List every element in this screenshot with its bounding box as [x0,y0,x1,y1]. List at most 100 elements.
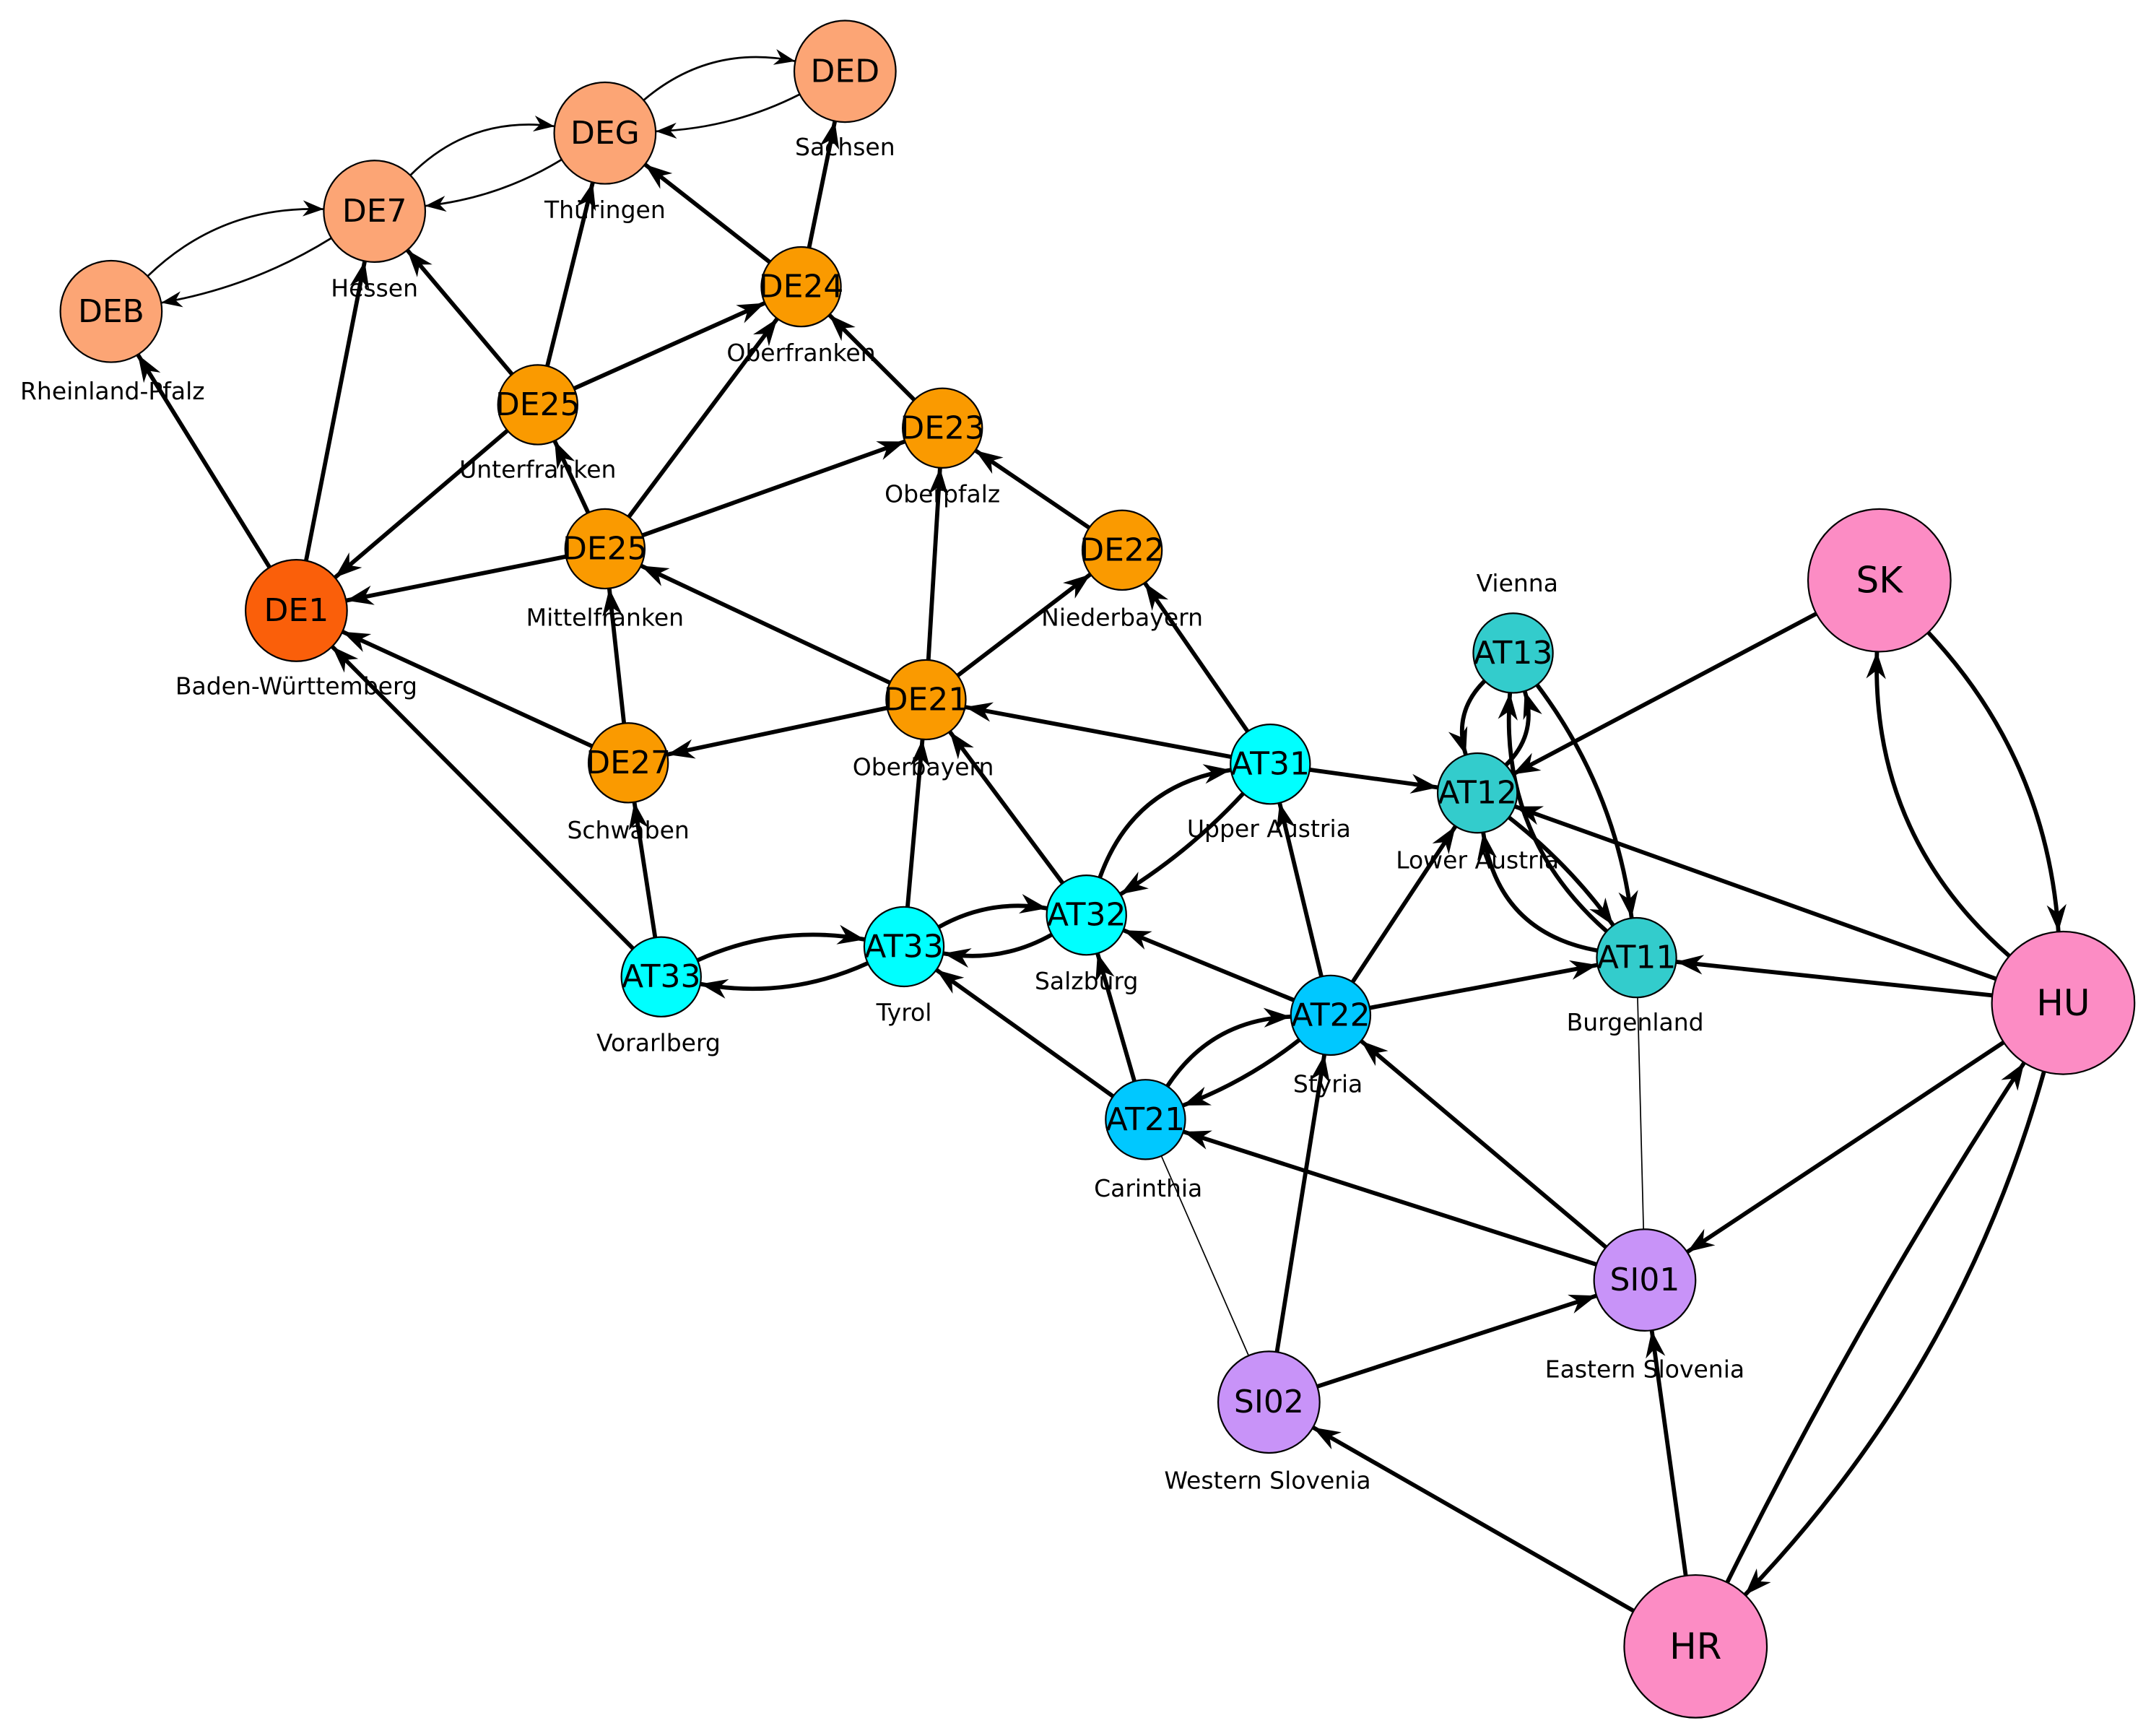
node-code-de23: DE23 [900,409,985,446]
edge-deb-to-de7 [147,207,324,277]
node-circle-hr [1623,1574,1768,1719]
arrowhead-hr-to-si02 [1313,1427,1342,1450]
arrowhead-at22-to-at11 [1568,960,1598,980]
node-circle-de7 [323,160,427,263]
arrowhead-at33a-to-de1 [331,646,359,673]
node-circle-at21 [1105,1079,1186,1160]
arrowhead-de27-to-de25b [602,588,622,617]
arrowhead-de7-to-deg [532,116,555,132]
node-label-at33b: Tyrol [876,999,932,1027]
arrowhead-ded-to-deg [656,122,677,139]
node-circle-de1 [244,559,348,662]
arrowhead-at33b-to-de21 [910,739,930,768]
node-code-de1: DE1 [264,592,329,629]
edge-si01-to-at21 [1182,1129,1597,1267]
arrowhead-at22-to-at21 [1182,1086,1212,1106]
node-label-at12: Lower Austria [1396,846,1559,874]
arrowhead-at31-to-de21 [965,702,994,722]
node-code-de22: DE22 [1079,531,1165,568]
edge-at32-to-de21 [948,730,1065,885]
arrowhead-de1-to-de7 [349,261,370,290]
arrowhead-at33b-to-at32 [1019,894,1048,913]
node-circle-hu [1991,930,2136,1075]
node-code-de24: DE24 [759,269,844,305]
edge-at31-to-de21 [965,705,1232,759]
edge-de1-to-deb [136,353,271,569]
arrowhead-de21-to-de22 [1063,574,1091,599]
edge-at21-to-at22 [1165,1014,1291,1088]
node-label-de1: Baden-Württemberg [175,672,417,700]
node-hu: HU [1991,930,2136,1075]
node-label-de24: Oberfranken [726,339,875,367]
edge-at31-to-at32 [1119,791,1246,896]
node-label-at22: Styria [1293,1069,1363,1098]
arrowhead-si02-to-si01 [1568,1294,1597,1314]
node-hr: HR [1623,1574,1768,1719]
edge-de1-to-de7 [304,261,368,562]
edge-hu-to-hr [1743,1071,2046,1597]
arrowhead-sk-to-hu [2046,903,2067,932]
node-circle-de27 [587,722,669,804]
node-circle-at11 [1596,916,1677,999]
node-code-at13: AT13 [1474,635,1553,672]
arrowhead-de25b-to-de25a [555,440,575,470]
node-code-ded: DED [811,53,880,90]
node-circle-at12 [1436,752,1518,834]
nodes-layer: DEDSachsenDEGThüringenDE7HessenDEBRheinl… [20,19,2136,1719]
arrowhead-de22-to-de23 [975,450,1004,474]
arrowhead-si02-to-at22 [1310,1054,1330,1083]
node-label-at33a: Vorarlberg [596,1028,721,1056]
arrowhead-hu-to-si01 [1687,1228,1716,1252]
node-label-de25a: Unterfranken [459,455,616,483]
node-code-at33a: AT33 [622,958,701,995]
node-code-at31: AT31 [1231,746,1311,783]
edge-hr-to-hu [1725,1061,2026,1584]
node-label-deb: Rheinland-Pfalz [20,377,205,405]
node-ded: DED Sachsen [793,19,897,161]
node-label-si02: Western Slovenia [1164,1466,1370,1494]
node-label-at11: Burgenland [1567,1008,1704,1036]
arrowhead-at22-to-at31 [1276,802,1296,832]
edge-si02-to-at21 [1160,1155,1250,1356]
node-label-deg: Thüringen [544,196,666,224]
node-label-ded: Sachsen [795,133,895,161]
edge-de25a-to-deg [545,181,595,367]
node-circle-at13 [1472,612,1554,694]
edge-at33b-to-de21 [905,739,925,908]
arrowhead-at33a-to-de27 [628,802,648,831]
edge-de25a-to-de24 [573,300,766,391]
edge-at13-to-at11 [1535,683,1634,919]
edge-at22-to-at11 [1369,963,1598,1010]
arrowhead-de25a-to-de7 [407,250,433,277]
node-label-de22: Niederbayern [1041,603,1203,631]
edge-at22-to-at12 [1350,825,1458,984]
arrowhead-at11-to-at12 [1477,832,1498,861]
edge-at33a-to-at33b [696,932,866,963]
arrowhead-hu-to-at11 [1676,955,1705,975]
edge-de21-to-de22 [956,572,1092,677]
arrowhead-hr-to-si01 [1646,1330,1666,1359]
node-code-at11: AT11 [1597,939,1677,976]
arrowhead-at21-to-at33b [936,969,965,994]
node-label-de23: Oberpfalz [885,479,1000,508]
edge-de21-to-de23 [926,467,942,661]
node-label-de27: Schwaben [567,816,689,844]
arrowhead-de25b-to-de1 [346,585,375,605]
node-label-de21: Oberbayern [853,753,994,781]
arrowhead-sk-to-at12 [1512,752,1542,775]
node-circle-at31 [1230,724,1311,805]
arrowhead-de25b-to-de24 [753,318,778,347]
node-label-si01: Eastern Slovenia [1545,1355,1744,1384]
node-label-at32: Salzburg [1035,967,1138,995]
arrowhead-at32-to-at33b [943,948,972,968]
arrowhead-at32-to-de21 [950,732,974,760]
